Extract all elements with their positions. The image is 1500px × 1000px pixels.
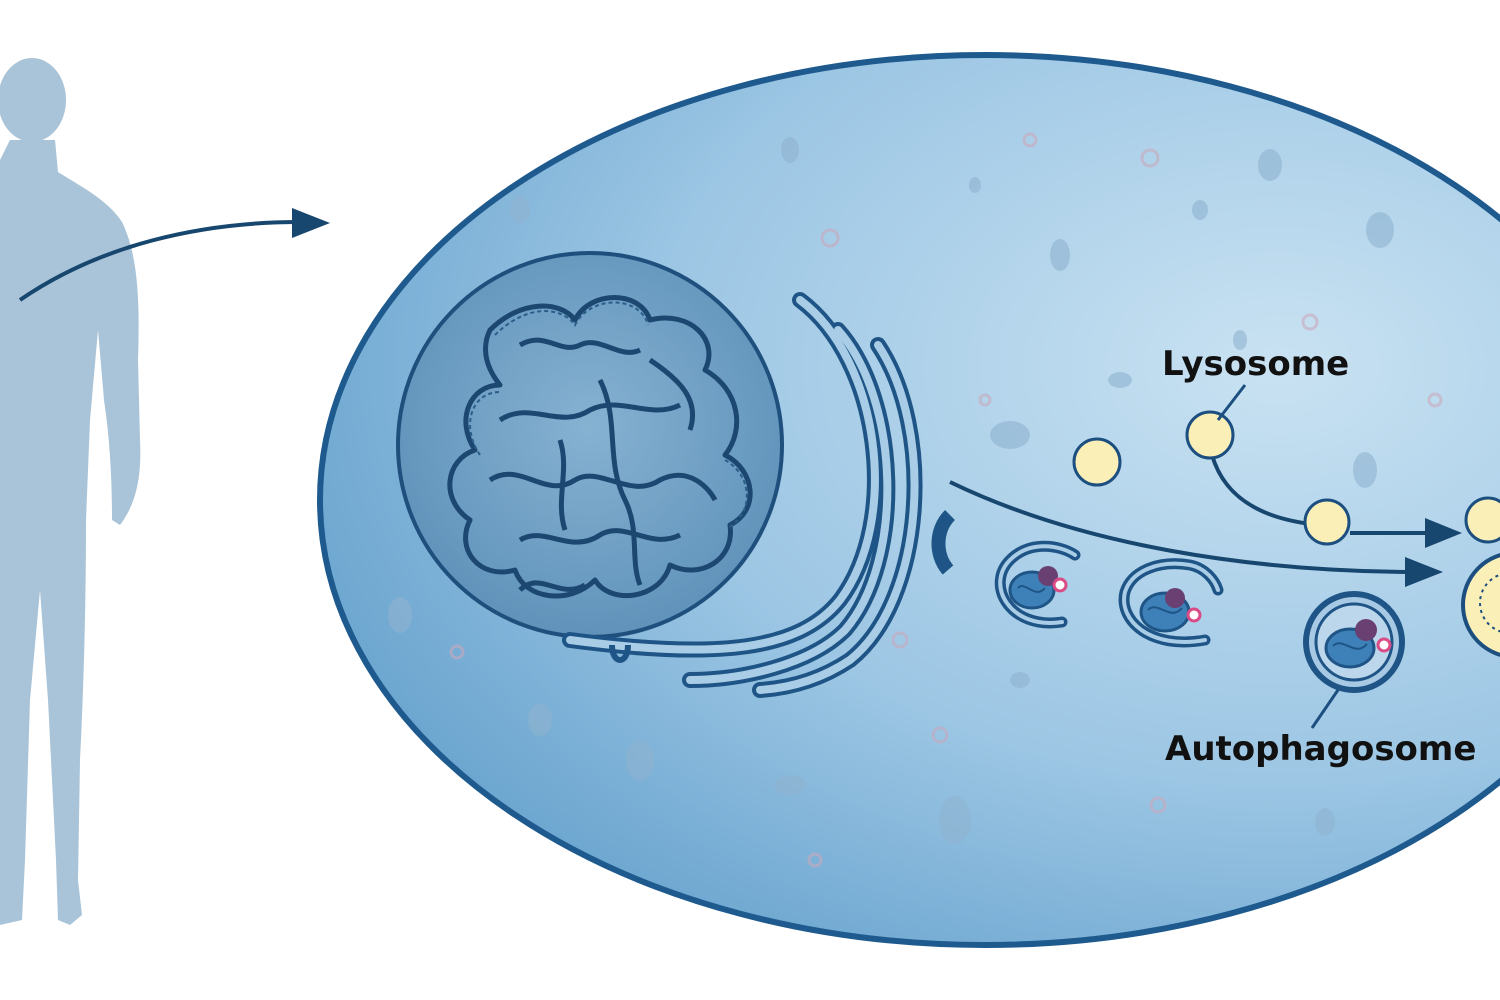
- lysosome-2: [1185, 410, 1235, 460]
- autophagosome-leader: [1310, 689, 1340, 729]
- er-vesicles: [609, 510, 956, 663]
- chromatin-detail: [469, 301, 748, 529]
- lysosome-3: [1303, 498, 1351, 546]
- autolysosome: [1461, 553, 1500, 657]
- pathway-arrow: [949, 480, 1421, 574]
- lysosome-arrowhead: [1425, 518, 1462, 548]
- lysosome-1: [1072, 437, 1122, 487]
- cytoplasm-particles: [388, 132, 1443, 868]
- body-to-cell-arrow: [18, 220, 301, 302]
- phagophore-1: [994, 540, 1081, 629]
- human-silhouette-icon: [0, 58, 141, 925]
- lysosome-path-arrow: [1210, 454, 1321, 527]
- lysosome-leader: [1216, 384, 1247, 421]
- lysosomes: [1072, 410, 1500, 546]
- lysosome-4: [1464, 496, 1500, 544]
- body-to-cell-arrowhead: [292, 208, 330, 238]
- autophagosome-vesicle: [1303, 591, 1405, 693]
- pathway-arrowhead: [1405, 557, 1443, 587]
- chromatin: [447, 295, 753, 599]
- lysosome-label: Lysosome: [1162, 344, 1349, 384]
- autophagosome-label: Autophagosome: [1165, 729, 1476, 769]
- nucleus: [396, 251, 784, 639]
- endoplasmic-reticulum-inner: [566, 296, 919, 694]
- phagophore-2: [1118, 558, 1224, 648]
